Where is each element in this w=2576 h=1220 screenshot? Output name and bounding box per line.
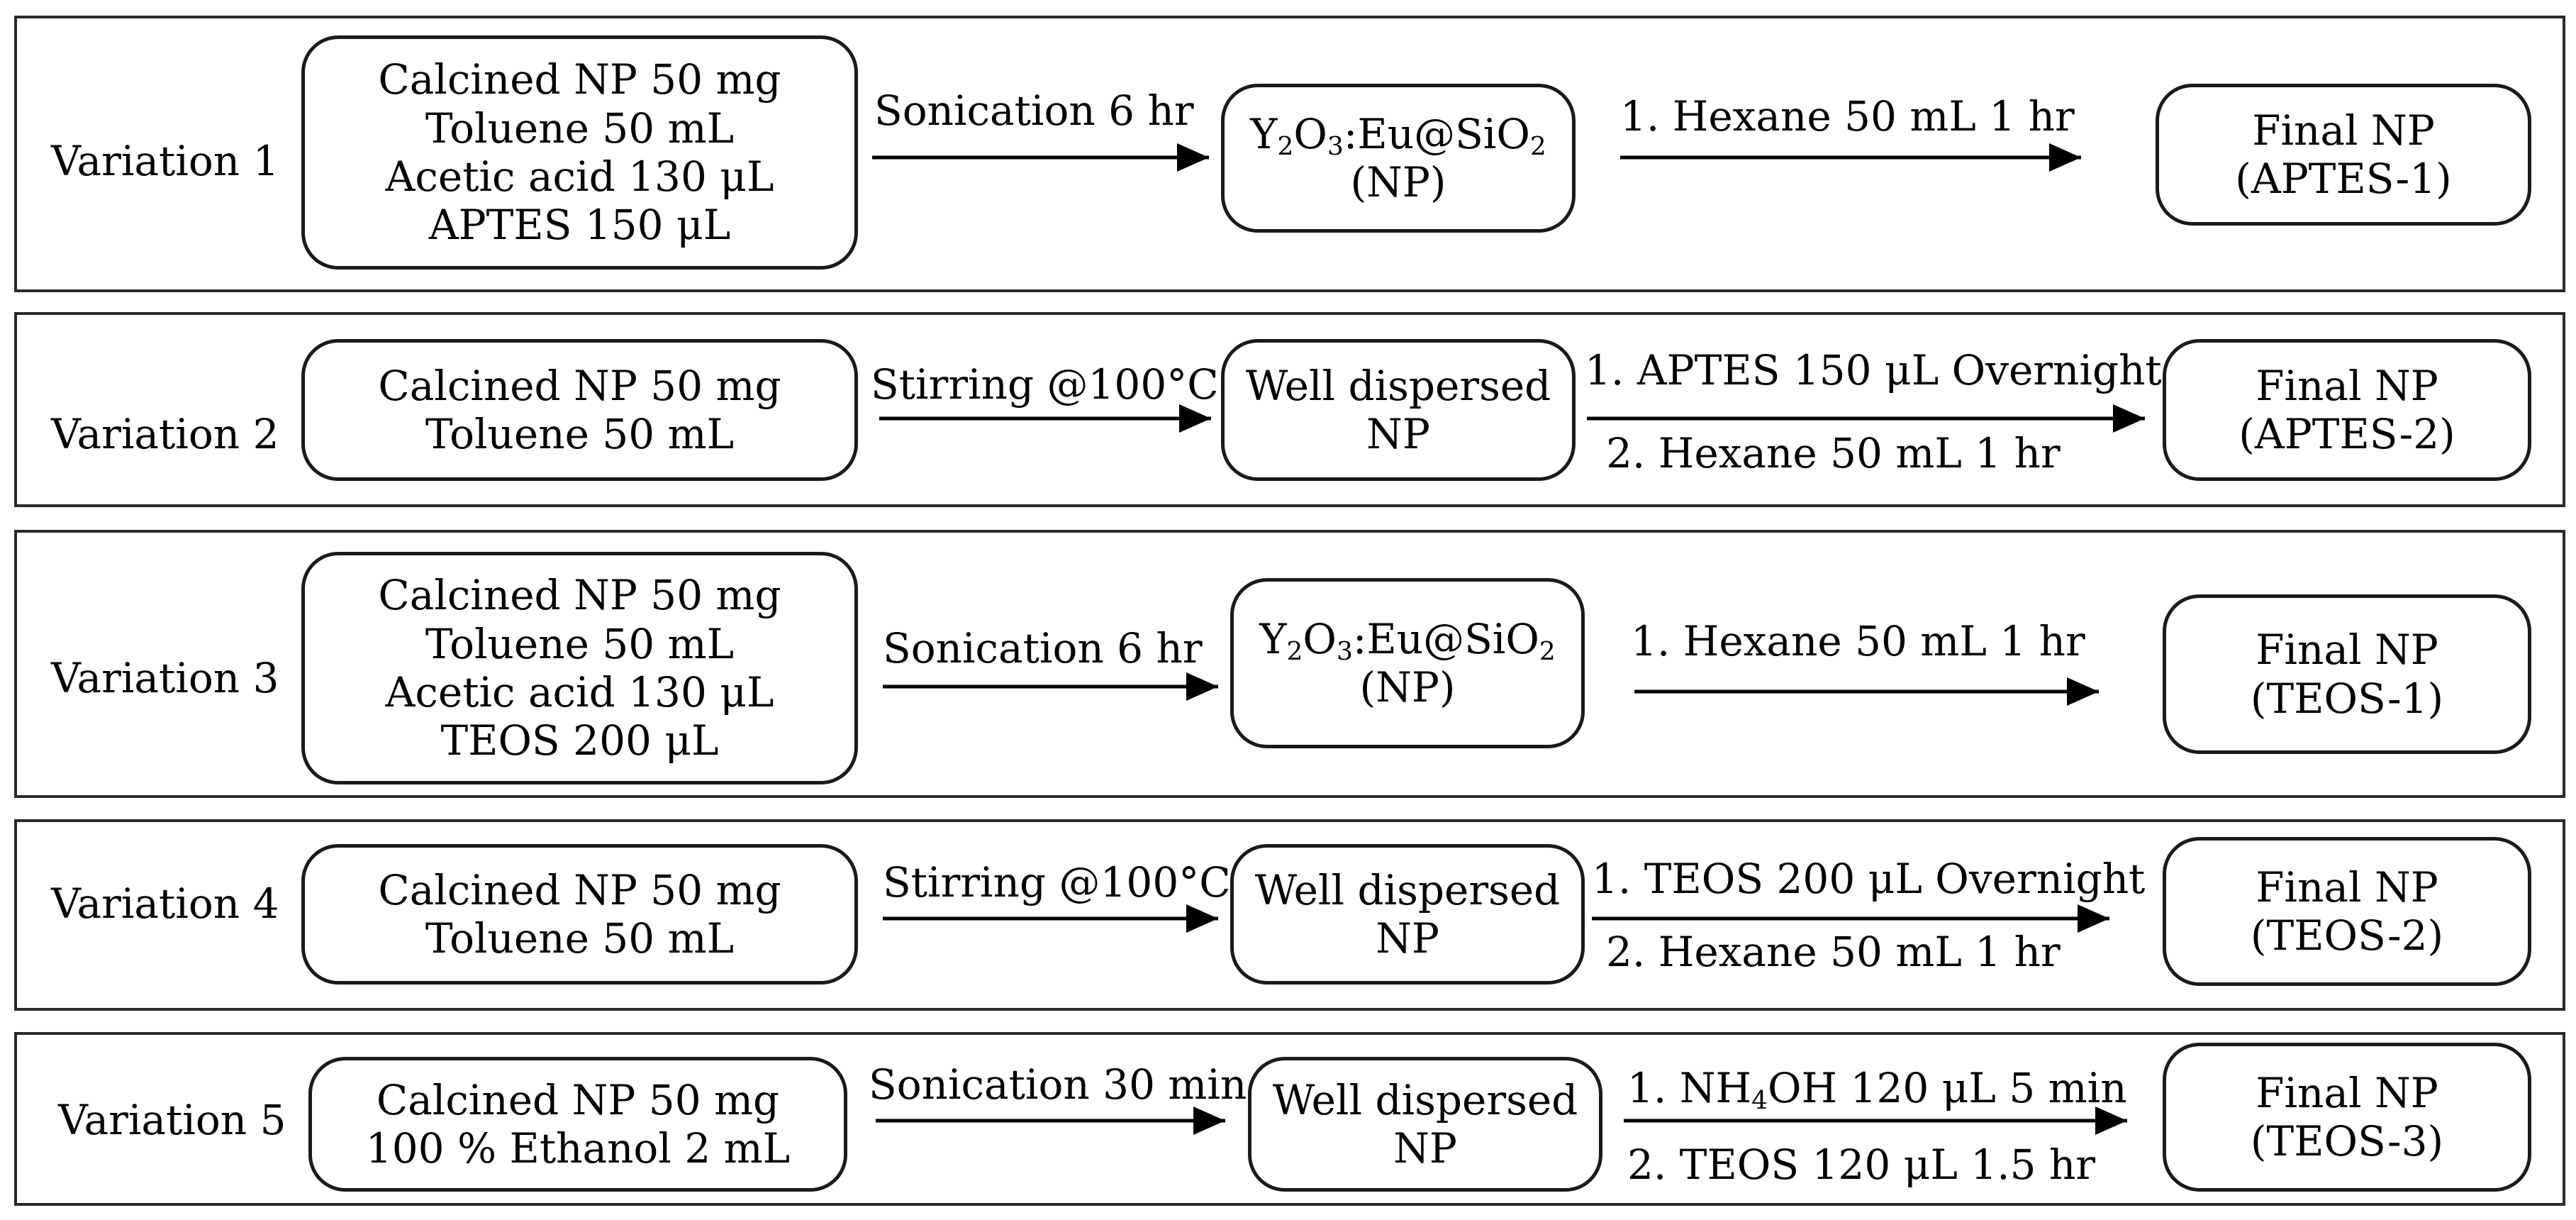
variation-3-step1-label: Sonication 6 hr [883,624,1203,672]
final-line: Final NP [2256,626,2438,675]
variation-1-step1-label: Sonication 6 hr [874,87,1194,135]
reagent-line: Toluene 50 mL [425,619,735,668]
variation-1-label: Variation 1 [51,137,279,185]
reagent-line: Acetic acid 130 μL [385,668,774,716]
reagent-line: Toluene 50 mL [425,914,735,963]
variation-1-intermediate-box: Y2O3:Eu@SiO2 (NP) [1221,84,1576,233]
reagent-line: Toluene 50 mL [425,410,735,458]
variation-2-intermediate-box: Well dispersed NP [1221,339,1576,481]
variation-3-reagents-box: Calcined NP 50 mg Toluene 50 mL Acetic a… [301,552,858,784]
final-line: Final NP [2256,361,2438,410]
variation-1-reagents-box: Calcined NP 50 mg Toluene 50 mL Acetic a… [301,35,858,270]
intermediate-line: Well dispersed [1245,361,1551,410]
reagent-line: Calcined NP 50 mg [378,865,781,914]
intermediate-line: NP [1376,914,1439,963]
variation-5-intermediate-box: Well dispersed NP [1248,1057,1602,1192]
variation-2-final-box: Final NP (APTES-2) [2163,339,2531,481]
variation-5-label: Variation 5 [58,1096,286,1144]
variation-5-step2-bottom-label: 2. TEOS 120 μL 1.5 hr [1627,1141,2096,1189]
variation-3-final-box: Final NP (TEOS-1) [2163,594,2531,754]
variation-2-reagents-box: Calcined NP 50 mg Toluene 50 mL [301,339,858,481]
intermediate-line: Well dispersed [1272,1075,1578,1124]
variation-4-intermediate-box: Well dispersed NP [1230,844,1585,985]
final-line: (TEOS-3) [2250,1117,2444,1165]
intermediate-line: (NP) [1359,663,1456,711]
reagent-line: Calcined NP 50 mg [378,571,781,620]
final-line: (TEOS-2) [2250,911,2444,960]
reagent-line: Calcined NP 50 mg [376,1075,780,1124]
variation-5-step2-top-label: 1. NH4OH 120 μL 5 min [1627,1064,2127,1115]
final-line: (TEOS-1) [2250,674,2444,723]
intermediate-line: NP [1366,410,1430,458]
intermediate-formula: Y2O3:Eu@SiO2 [1259,614,1556,666]
intermediate-line: (NP) [1350,158,1446,206]
final-line: Final NP [2256,1068,2438,1117]
variation-5-step1-label: Sonication 30 min [869,1060,1247,1109]
variation-4-step2-top-label: 1. TEOS 200 μL Overnight [1592,855,2146,903]
variation-3-step2-label: 1. Hexane 50 mL 1 hr [1631,617,2085,665]
variation-4-final-box: Final NP (TEOS-2) [2163,837,2531,986]
reagent-line: TEOS 200 μL [440,716,719,765]
reagent-line: Calcined NP 50 mg [378,55,781,104]
final-line: Final NP [2252,106,2435,155]
intermediate-line: Well dispersed [1254,865,1561,914]
variation-1-step2-label: 1. Hexane 50 mL 1 hr [1620,92,2075,140]
intermediate-formula: Y2O3:Eu@SiO2 [1250,109,1546,161]
variation-3-intermediate-box: Y2O3:Eu@SiO2 (NP) [1230,578,1585,748]
variation-1-final-box: Final NP (APTES-1) [2156,84,2531,226]
variation-5-reagents-box: Calcined NP 50 mg 100 % Ethanol 2 mL [308,1057,847,1192]
variation-2-step2-bottom-label: 2. Hexane 50 mL 1 hr [1606,429,2061,477]
variation-4-step2-bottom-label: 2. Hexane 50 mL 1 hr [1606,928,2061,976]
variation-3-label: Variation 3 [51,654,279,702]
final-line: (APTES-2) [2238,410,2455,458]
reagent-line: 100 % Ethanol 2 mL [365,1124,791,1172]
variation-2-step1-label: Stirring @100°C [871,360,1219,409]
variation-5-final-box: Final NP (TEOS-3) [2163,1043,2531,1192]
variation-2-label: Variation 2 [51,410,279,458]
final-line: (APTES-1) [2235,155,2452,203]
reagent-line: APTES 150 μL [428,201,731,250]
reagent-line: Calcined NP 50 mg [378,361,781,410]
intermediate-line: NP [1393,1124,1457,1172]
reagent-line: Toluene 50 mL [425,104,735,152]
variation-2-step2-top-label: 1. APTES 150 μL Overnight [1585,346,2162,394]
reagent-line: Acetic acid 130 μL [385,152,774,201]
final-line: Final NP [2256,863,2438,911]
variation-4-reagents-box: Calcined NP 50 mg Toluene 50 mL [301,844,858,985]
variation-4-step1-label: Stirring @100°C [883,858,1231,906]
variation-4-label: Variation 4 [51,880,279,928]
